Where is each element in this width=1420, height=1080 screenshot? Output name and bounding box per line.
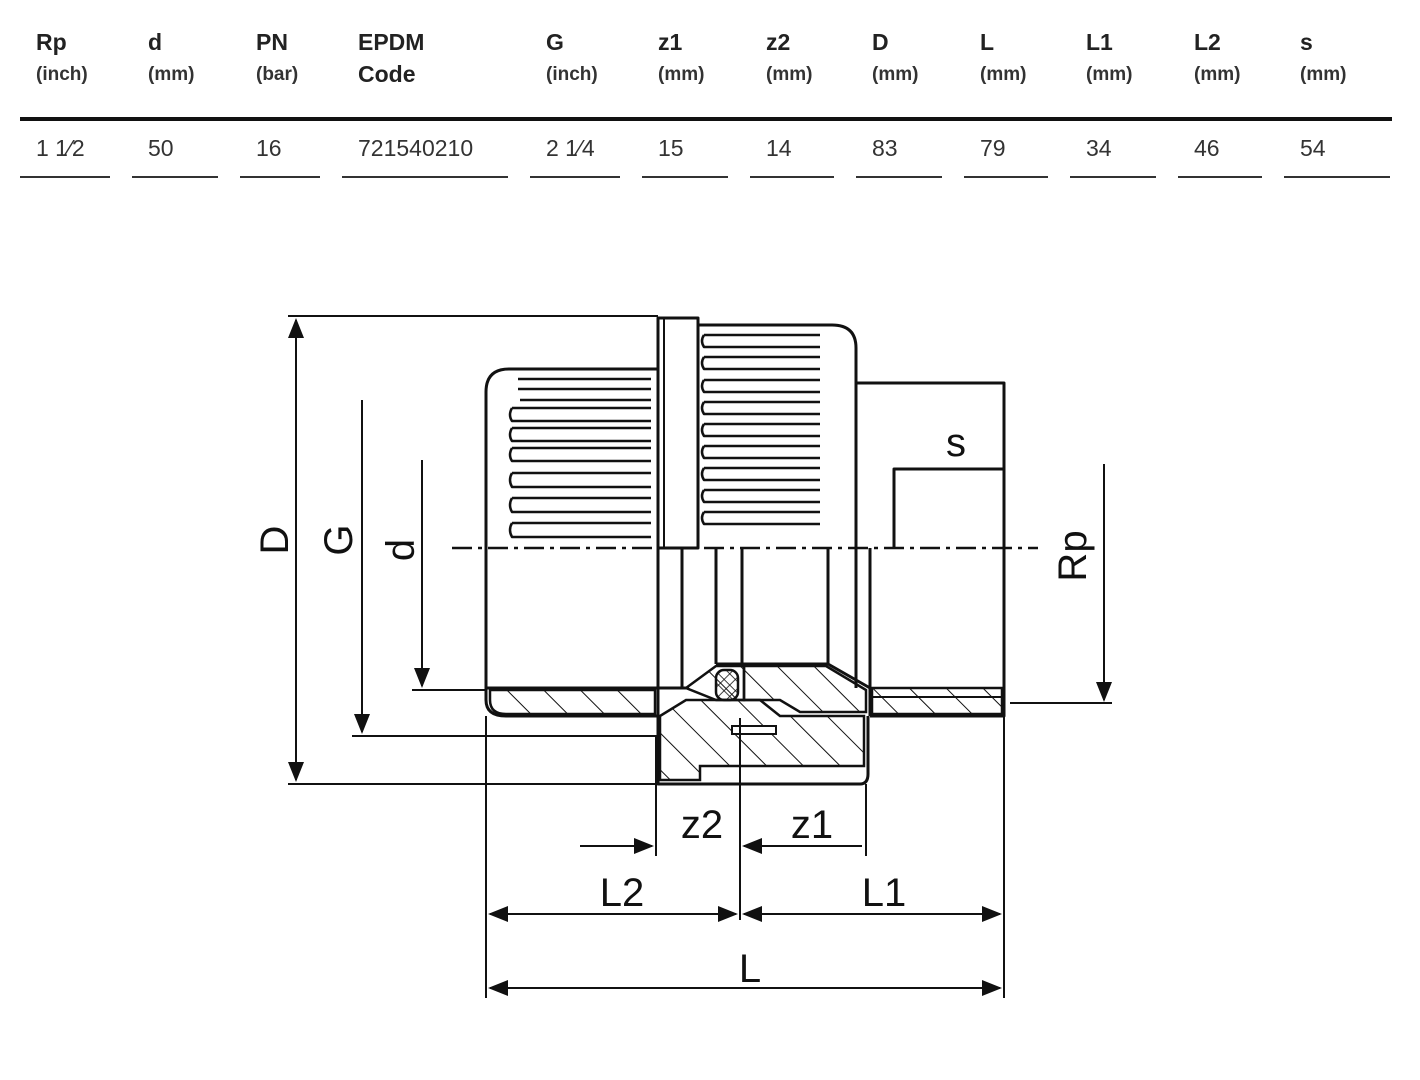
- header-unit: (mm): [658, 64, 705, 85]
- header-g: G (inch): [546, 26, 598, 92]
- header-title: L2: [1194, 29, 1221, 55]
- table-cell: 2 1⁄4: [530, 130, 620, 178]
- cell-value: 83: [872, 135, 898, 161]
- header-unit: (mm): [148, 64, 195, 85]
- header-s: s (mm): [1300, 26, 1346, 92]
- label-L1: L1: [862, 871, 907, 915]
- header-L2: L2 (mm): [1194, 26, 1240, 92]
- label-L: L: [739, 947, 761, 991]
- header-unit: (mm): [872, 64, 919, 85]
- header-title: d: [148, 29, 163, 55]
- header-title: L: [980, 29, 995, 55]
- header-title: z1: [658, 29, 683, 55]
- cell-value: 14: [766, 135, 792, 161]
- right-nut-outline: [698, 323, 858, 548]
- header-unit: (inch): [546, 64, 598, 85]
- o-ring-seal: [714, 668, 740, 702]
- table-cell: 1 1⁄2: [20, 130, 110, 178]
- label-s: s: [946, 421, 966, 465]
- cell-value: 34: [1086, 135, 1112, 161]
- right-nut-ribs: [700, 333, 820, 526]
- right-socket-outline: [856, 381, 1006, 718]
- table-cell: 16: [240, 130, 320, 178]
- cell-value: 721540210: [358, 135, 474, 161]
- label-d: d: [379, 539, 423, 561]
- header-unit: (mm): [980, 64, 1027, 85]
- table-cell: 721540210: [342, 130, 508, 178]
- cell-value: 16: [256, 135, 282, 161]
- label-z1: z1: [791, 803, 833, 847]
- table-cell: 54: [1284, 130, 1390, 178]
- socket-depth-s: [892, 467, 1004, 548]
- label-z2: z2: [681, 803, 723, 847]
- label-D: D: [253, 526, 297, 555]
- section-hatching: [488, 664, 1004, 782]
- header-d: d (mm): [148, 26, 194, 92]
- cell-value: 79: [980, 135, 1006, 161]
- table-cell: 34: [1070, 130, 1156, 178]
- header-unit: (inch): [36, 64, 88, 85]
- label-G: G: [317, 524, 361, 555]
- table-cell: 15: [642, 130, 728, 178]
- header-title: G: [546, 29, 564, 55]
- table-cell: 50: [132, 130, 218, 178]
- header-pn: PN (bar): [256, 26, 298, 92]
- header-D: D (mm): [872, 26, 918, 92]
- header-unit: (mm): [1086, 64, 1133, 85]
- union-nut-bottom: [656, 716, 870, 786]
- header-title: PN: [256, 29, 288, 55]
- cell-value: 50: [148, 135, 174, 161]
- header-rule: [20, 117, 1392, 121]
- dimension-lines: [288, 315, 1112, 998]
- header-unit: (bar): [256, 64, 299, 85]
- header-title: D: [872, 29, 889, 55]
- label-L2: L2: [600, 871, 645, 915]
- header-title: z2: [766, 29, 791, 55]
- header-epdm: EPDM Code: [358, 26, 424, 90]
- cell-value: 1 1⁄2: [36, 135, 85, 161]
- cell-value: 46: [1194, 135, 1220, 161]
- header-unit: (mm): [1194, 64, 1241, 85]
- table-cell: 14: [750, 130, 834, 178]
- left-nut-ribs: [508, 377, 651, 539]
- table-cell: 83: [856, 130, 942, 178]
- header-z1: z1 (mm): [658, 26, 704, 92]
- lower-left-body: [484, 548, 658, 718]
- left-nut-outline: [484, 367, 660, 548]
- cell-value: 2 1⁄4: [546, 135, 595, 161]
- table-cell: 46: [1178, 130, 1262, 178]
- header-L: L (mm): [980, 26, 1026, 92]
- header-title: EPDM: [358, 29, 425, 55]
- cell-value: 15: [658, 135, 684, 161]
- header-unit: (mm): [766, 64, 813, 85]
- table-cell: 79: [964, 130, 1048, 178]
- header-L1: L1 (mm): [1086, 26, 1132, 92]
- header-title: L1: [1086, 29, 1113, 55]
- cell-value: 54: [1300, 135, 1326, 161]
- dimension-labels: D G d Rp s z2 z1 L2 L1 L: [253, 421, 1095, 991]
- header-z2: z2 (mm): [766, 26, 812, 92]
- header-unit: (mm): [1300, 64, 1347, 85]
- label-Rp: Rp: [1051, 530, 1095, 581]
- header-title: Rp: [36, 29, 67, 55]
- header-title: s: [1300, 29, 1313, 55]
- header-rp: Rp (inch): [36, 26, 88, 92]
- header-unit: Code: [358, 61, 416, 87]
